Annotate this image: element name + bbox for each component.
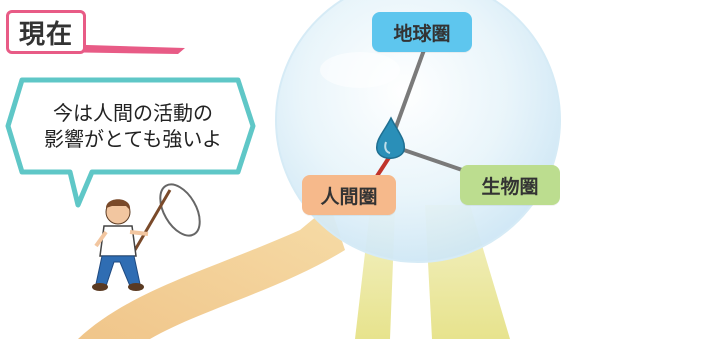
speech-line-1: 今は人間の活動の <box>53 101 213 125</box>
geosphere-connector <box>390 49 426 139</box>
page-title: 現在 <box>6 10 87 54</box>
speech-bubble-shape <box>5 77 256 208</box>
anthroposphere-label: 人間圏 <box>302 175 396 215</box>
biosphere-connector <box>397 146 469 174</box>
biosphere-label: 生物圏 <box>460 165 560 205</box>
water-drop-icon <box>375 116 406 159</box>
person-with-net-icon <box>92 183 201 291</box>
speech-bubble-text: 今は人間の活動の 影響がとても強いよ <box>25 88 241 164</box>
geosphere-label: 地球圏 <box>372 12 472 52</box>
speech-line-2: 影響がとても強いよ <box>44 127 222 151</box>
human-flow-path <box>78 205 345 339</box>
